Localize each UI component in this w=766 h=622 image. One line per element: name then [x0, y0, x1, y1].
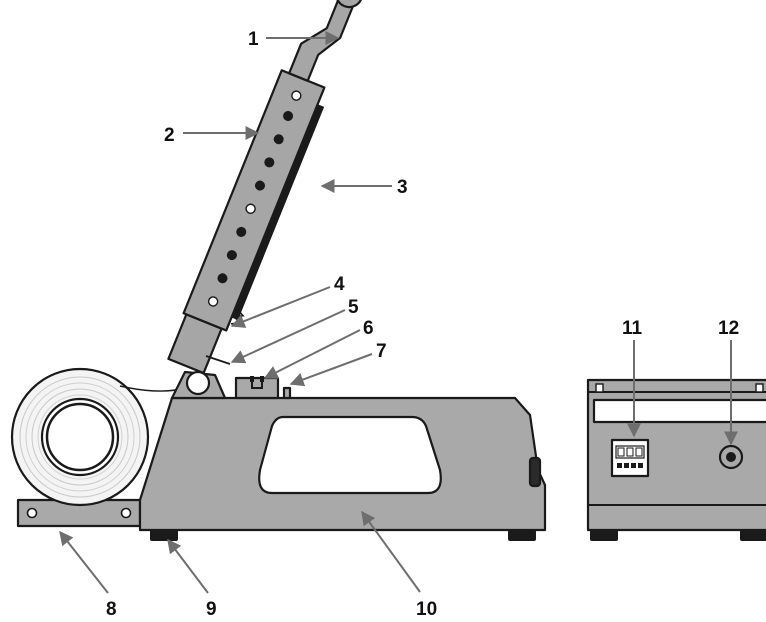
side-window: [258, 415, 442, 495]
upper-arm: [167, 0, 364, 375]
foot-right: [508, 530, 536, 541]
callout-7: 7: [376, 341, 387, 362]
leader-6: [263, 329, 361, 379]
foot-left: [150, 530, 178, 541]
leader-9: [167, 538, 209, 594]
seal-block: [234, 376, 280, 400]
callout-9: 9: [206, 599, 217, 620]
front-view: [586, 378, 766, 541]
machine-base: [138, 396, 547, 541]
callout-5: 5: [348, 297, 359, 318]
callout-4: 4: [334, 274, 345, 295]
callout-12: 12: [718, 318, 739, 339]
hinge: [170, 370, 227, 400]
leader-8: [59, 530, 109, 594]
callout-8: 8: [106, 599, 117, 620]
callout-3: 3: [397, 177, 408, 198]
timer-display: [610, 438, 650, 478]
leader-10: [361, 510, 421, 593]
callout-6: 6: [363, 318, 374, 339]
callout-11: 11: [622, 318, 643, 339]
callout-1: 1: [248, 29, 259, 50]
cutter-wire: [205, 355, 231, 365]
callout-numbers: 1 2 3 4 5 6 7 8 9 10 11 12: [106, 29, 739, 620]
leader-7: [289, 353, 373, 387]
callout-10: 10: [416, 599, 437, 620]
leader-4: [230, 286, 331, 328]
leader-5: [230, 309, 346, 364]
leader-lines: [59, 31, 738, 594]
power-knob: [718, 444, 744, 470]
side-view: [10, 0, 547, 541]
stop-pin: [282, 386, 292, 400]
callout-2: 2: [164, 125, 175, 146]
film-roll: [10, 367, 186, 507]
